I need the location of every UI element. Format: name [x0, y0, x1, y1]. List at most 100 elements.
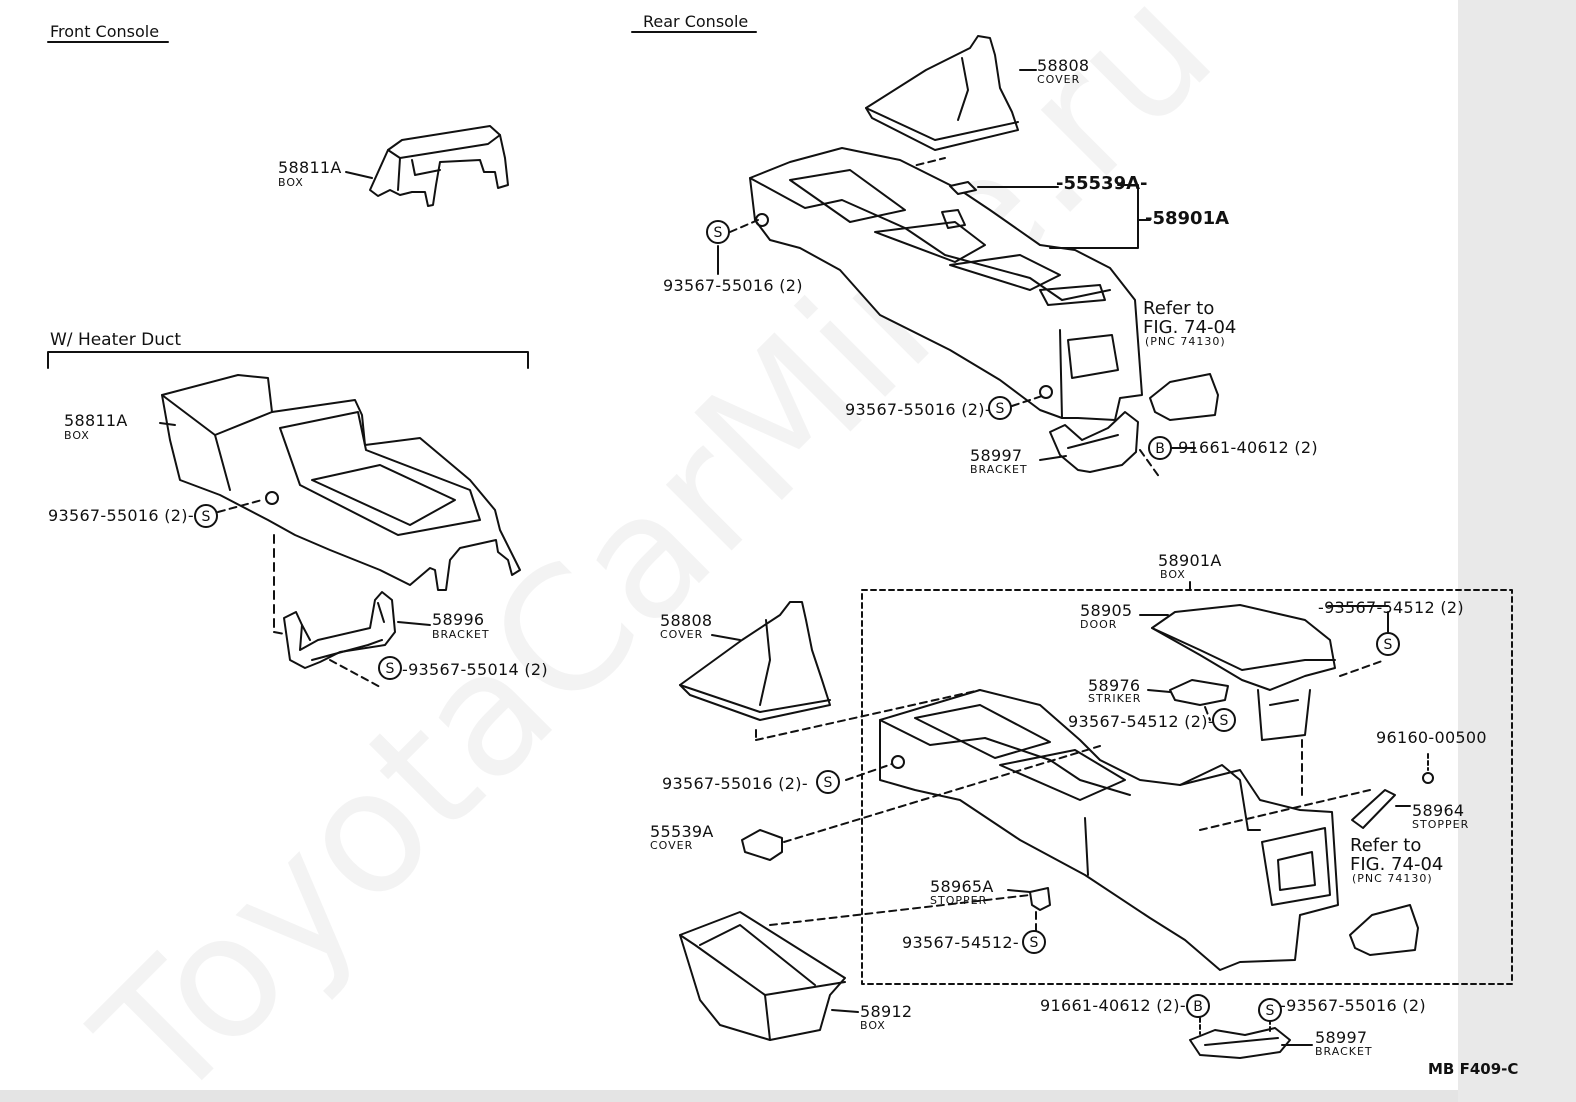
leader-b-58808 — [711, 634, 741, 641]
heading-heater-duct: W/ Heater Duct — [50, 330, 181, 350]
label-b-bracket2: BRACKET — [1315, 1045, 1373, 1058]
leader-hd-93567 — [217, 499, 263, 513]
refer-lower-line2: FIG. 74-04 — [1350, 854, 1444, 875]
cover-55539a-top-drawing — [949, 181, 977, 195]
leader-58965a — [1007, 889, 1031, 893]
label-b-93567-54512c: 93567-54512- — [902, 933, 1019, 952]
front-console-box-drawing — [369, 125, 509, 207]
label-b-58997: 58997 — [1315, 1028, 1368, 1047]
label-b-93567-54512b: 93567-54512 (2)- — [1068, 712, 1214, 731]
symbol-s-b-1: S — [1376, 632, 1400, 656]
leader-58976 — [1147, 689, 1171, 693]
label-hd-93567-55016: 93567-55016 (2)- — [48, 506, 194, 525]
clip-96160 — [1422, 772, 1434, 784]
leader-hd-58811a — [159, 422, 176, 426]
bottom-margin-strip — [0, 1090, 1458, 1102]
bracket-58997-top-drawing — [1049, 411, 1139, 473]
cover-55539a-lower-drawing — [741, 829, 783, 861]
symbol-s-hd-1: S — [194, 504, 218, 528]
leader-58912 — [831, 1009, 859, 1013]
label-b-58964: 58964 — [1412, 801, 1465, 820]
svg-text:S: S — [386, 661, 395, 677]
label-hd-box: BOX — [64, 429, 90, 442]
label-b-cover2: COVER — [650, 839, 694, 852]
label-hd-58811a: 58811A — [64, 411, 128, 430]
assembly-dashed-box — [861, 589, 1513, 985]
heading-front-console: Front Console — [50, 22, 160, 41]
symbol-s-r-2: S — [988, 396, 1012, 420]
leader-r-58901a-bracket — [1049, 184, 1139, 249]
label-b-58905: 58905 — [1080, 601, 1133, 620]
svg-text:S: S — [996, 401, 1005, 417]
label-b-stopper2: STOPPER — [930, 894, 988, 907]
heater-console-box-drawing — [161, 374, 521, 591]
label-r-bracket: BRACKET — [970, 463, 1028, 476]
label-r-93567-55016b: 93567-55016 (2)- — [845, 400, 991, 419]
right-margin-strip — [1458, 0, 1576, 1102]
knob-top-drawing — [1149, 373, 1219, 421]
svg-text:B: B — [1193, 999, 1203, 1015]
label-b-box2: BOX — [860, 1019, 886, 1032]
label-b-96160: 96160-00500 — [1376, 728, 1487, 747]
svg-text:S: S — [714, 225, 723, 241]
label-hd-58996: 58996 — [432, 610, 485, 629]
refer-top-line3: (PNC 74130) — [1145, 335, 1226, 348]
symbol-s-hd-2: S — [378, 656, 402, 680]
label-b-58912: 58912 — [860, 1002, 913, 1021]
knob-lower-drawing — [1349, 904, 1419, 956]
symbol-s-b-5: S — [1258, 998, 1282, 1022]
box-58912-drawing — [679, 911, 846, 1041]
svg-text:S: S — [202, 509, 211, 525]
leader-r-58997 — [1039, 455, 1067, 461]
refer-top-line1: Refer to — [1143, 298, 1215, 319]
label-hd-bracket: BRACKET — [432, 628, 490, 641]
label-b-93567-55016: 93567-55016 (2)- — [662, 774, 808, 793]
label-b-striker: STRIKER — [1088, 692, 1142, 705]
svg-text:S: S — [1030, 935, 1039, 951]
symbol-b-r-1: B — [1148, 436, 1172, 460]
label-r-58901a: -58901A — [1145, 208, 1230, 229]
label-b-door: DOOR — [1080, 618, 1118, 631]
label-r-91661: -91661-40612 (2) — [1172, 438, 1318, 457]
label-b-58901a: 58901A — [1158, 551, 1222, 570]
door-58905-drawing — [1151, 604, 1336, 741]
label-b-91661: 91661-40612 (2)- — [1040, 996, 1186, 1015]
lower-console-body-drawing — [879, 689, 1339, 971]
symbol-s-b-3: S — [816, 770, 840, 794]
leader-58996 — [397, 621, 431, 626]
label-b-58808: 58808 — [660, 611, 713, 630]
label-b-cover: COVER — [660, 628, 704, 641]
label-b-box: BOX — [1160, 568, 1186, 581]
figure-code: MB F409-C — [1428, 1060, 1519, 1078]
svg-text:S: S — [1266, 1003, 1275, 1019]
stopper-58965a-drawing — [1029, 887, 1051, 911]
label-fc-box: BOX — [278, 176, 304, 189]
svg-text:B: B — [1155, 441, 1165, 457]
stopper-58964-drawing — [1351, 789, 1396, 829]
refer-lower-line1: Refer to — [1350, 835, 1422, 856]
lower-cover-58808-drawing — [679, 601, 831, 721]
symbol-s-r-1: S — [706, 220, 730, 244]
label-r-58997: 58997 — [970, 446, 1023, 465]
label-r-55539a: -55539A- — [1056, 173, 1148, 194]
label-b-58976: 58976 — [1088, 676, 1141, 695]
symbol-s-b-4: S — [1022, 930, 1046, 954]
refer-lower-line3: (PNC 74130) — [1352, 872, 1433, 885]
svg-text:S: S — [1384, 637, 1393, 653]
label-r-cover: COVER — [1037, 73, 1081, 86]
refer-top-line2: FIG. 74-04 — [1143, 317, 1237, 338]
svg-text:S: S — [1220, 713, 1229, 729]
symbol-s-b-2: S — [1212, 708, 1236, 732]
symbol-b-b-1: B — [1186, 994, 1210, 1018]
label-b-55539a: 55539A — [650, 822, 714, 841]
heater-duct-bracket-line — [47, 351, 529, 369]
label-r-93567-55016a: 93567-55016 (2) — [663, 276, 803, 295]
label-b-58965a: 58965A — [930, 877, 994, 896]
svg-text:S: S — [824, 775, 833, 791]
bracket-58996-drawing — [283, 591, 396, 669]
striker-58976-drawing — [1169, 679, 1229, 706]
label-hd-93567-55014: -93567-55014 (2) — [402, 660, 548, 679]
